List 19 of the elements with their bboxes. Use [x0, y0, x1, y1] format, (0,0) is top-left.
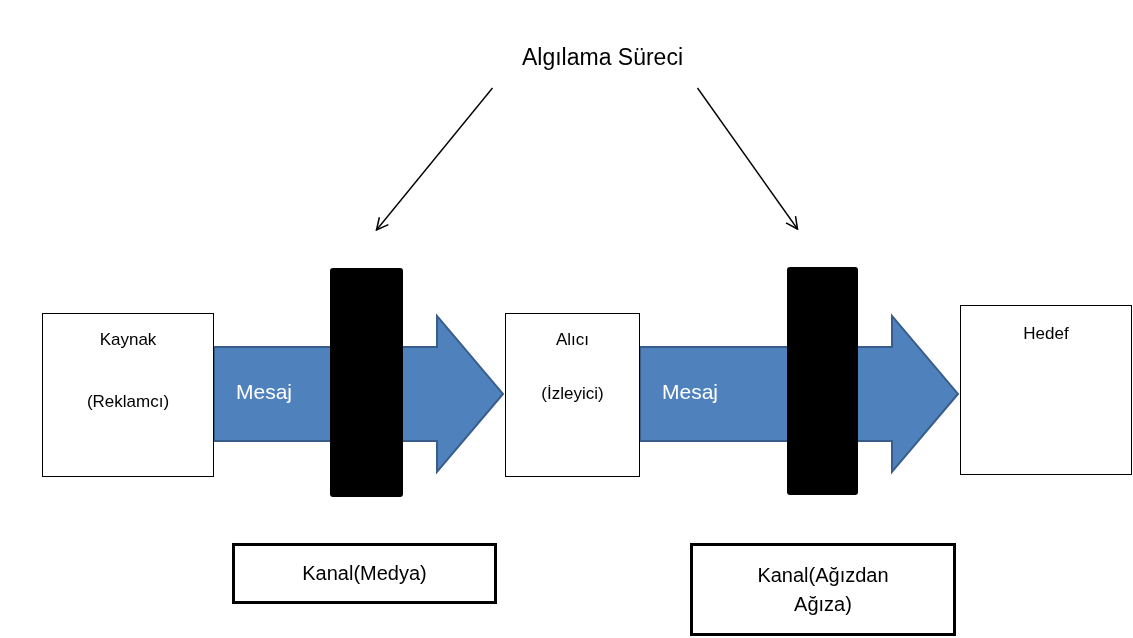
node-text: Algılama Süreci	[520, 43, 685, 71]
channel-bar	[787, 267, 858, 495]
node-text: Hedef	[1022, 324, 1070, 344]
node-text: Alıcı	[554, 330, 591, 350]
node-text: (Reklamcı)	[85, 392, 171, 412]
process-box	[505, 313, 640, 477]
process-box	[42, 313, 214, 477]
arrow	[696, 87, 799, 230]
edge-label: Mesaj	[236, 379, 293, 404]
process-box	[960, 305, 1132, 475]
channel-box	[232, 543, 497, 604]
arrow	[375, 87, 494, 231]
node-text: Kanal(Medya)	[302, 561, 427, 586]
node-text: (İzleyici)	[540, 384, 605, 404]
channel-box	[690, 543, 956, 636]
node-text: Kanal(Ağızdan Ağıza)	[756, 562, 890, 617]
node-text: Kaynak	[98, 330, 158, 350]
edge-label: Mesaj	[662, 379, 719, 404]
channel-bar	[330, 268, 403, 497]
